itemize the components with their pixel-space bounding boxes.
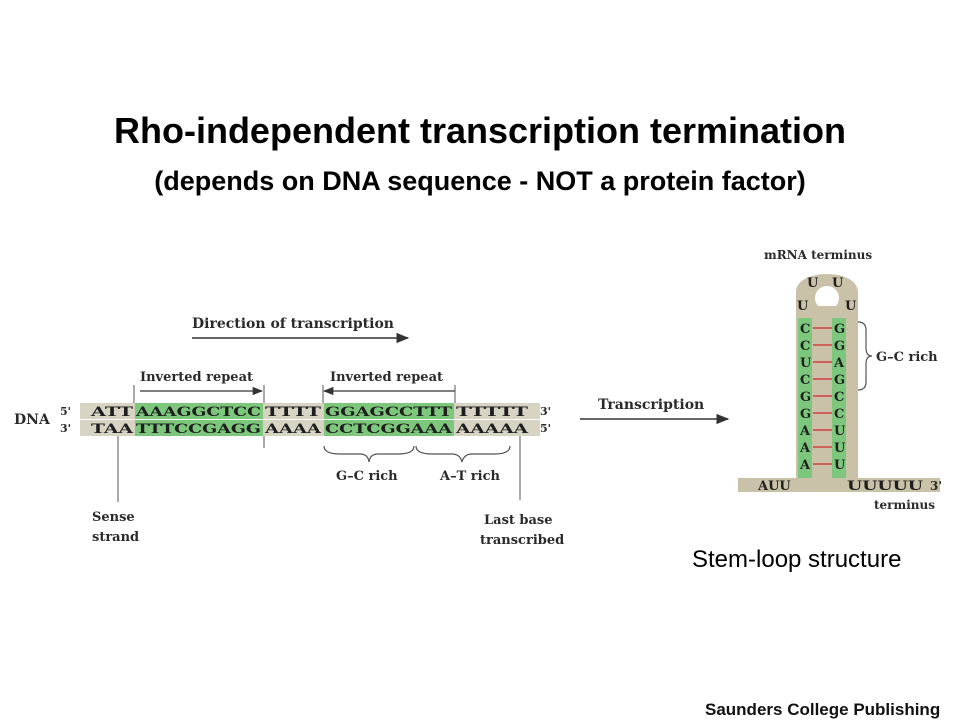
left-stem-base: C	[800, 373, 810, 388]
bottom-strand-seg5: AAAAA	[455, 422, 530, 437]
slide-subtitle: (depends on DNA sequence - NOT a protein…	[154, 166, 806, 196]
left-stem-base: C	[800, 322, 810, 337]
bottom-3prime: 3'	[60, 422, 71, 435]
slide-title: Rho-independent transcription terminatio…	[113, 110, 846, 151]
left-stem-base: A	[799, 441, 811, 456]
left-stem: C C U C G G A A A	[799, 322, 812, 473]
top-strand-seg1: ATT	[90, 405, 134, 420]
right-stem-base: G	[834, 339, 845, 354]
right-stem-base: G	[834, 322, 845, 337]
inverted-repeat-left-label: Inverted repeat	[140, 370, 253, 385]
base-pair-lines	[813, 327, 832, 465]
transcription-label: Transcription	[598, 397, 704, 413]
right-stem-base: A	[833, 356, 845, 371]
top-strand-seg4: GGAGCCTTT	[325, 405, 452, 420]
loop-u-mid-left: U	[797, 299, 809, 314]
at-rich-label: A–T rich	[439, 469, 500, 484]
hairpin-body	[738, 274, 940, 492]
left-stem-base: A	[799, 458, 811, 473]
bottom-5prime: 5'	[540, 422, 551, 435]
hairpin-3prime: 3'	[930, 479, 942, 493]
hairpin-gc-brace	[857, 321, 873, 391]
left-stem-base: A	[799, 424, 811, 439]
bottom-strand-seg1: TAA	[91, 422, 134, 437]
right-stem-base: C	[834, 390, 844, 405]
sense-label-1: Sense	[92, 510, 135, 525]
top-5prime: 5'	[60, 405, 71, 418]
bottom-strand-seg2: TTTCCGAGG	[136, 422, 261, 437]
left-stem-base: U	[800, 356, 812, 371]
terminus-label: terminus	[874, 498, 935, 512]
last-base-label-2: transcribed	[480, 533, 564, 548]
right-stem-base: U	[834, 458, 846, 473]
right-stem-base: C	[834, 407, 844, 422]
publisher-credit: Saunders College Publishing	[705, 700, 941, 719]
mrna-terminus-label: mRNA terminus	[764, 248, 872, 262]
bottom-strand-seg4: CCTCGGAAA	[325, 422, 453, 437]
inverted-repeat-right-label: Inverted repeat	[330, 370, 443, 385]
bottom-strand-seg3: AAAA	[264, 422, 323, 437]
right-stem-base: G	[834, 373, 845, 388]
left-stem-base: C	[800, 339, 810, 354]
hairpin-gc-rich-label: G–C rich	[876, 350, 938, 365]
top-strand-seg5: TTTTT	[456, 405, 529, 420]
last-base-label-1: Last base	[484, 513, 553, 528]
top-strand-seg2: AAAGGCTCC	[135, 405, 261, 420]
dna-label: DNA	[14, 412, 51, 428]
at-rich-brace	[415, 445, 511, 463]
gc-rich-brace	[323, 445, 415, 463]
top-3prime: 3'	[540, 405, 551, 418]
sense-label-2: strand	[92, 530, 139, 545]
direction-label: Direction of transcription	[192, 316, 394, 332]
right-stem: G G A G C C U U U	[833, 322, 846, 473]
left-stem-base: G	[800, 390, 811, 405]
right-stem-base: U	[834, 424, 846, 439]
right-tail: UUUUU	[847, 479, 924, 494]
gc-rich-label: G–C rich	[336, 469, 398, 484]
top-strand-seg3: TTTT	[265, 405, 321, 420]
left-tail: AUU	[757, 479, 791, 494]
loop-u-mid-right: U	[845, 299, 857, 314]
stem-loop-caption: Stem-loop structure	[692, 546, 902, 573]
loop-u-top-left: U	[807, 276, 819, 291]
loop-u-top-right: U	[832, 276, 844, 291]
left-stem-base: G	[800, 407, 811, 422]
right-stem-base: U	[834, 441, 846, 456]
